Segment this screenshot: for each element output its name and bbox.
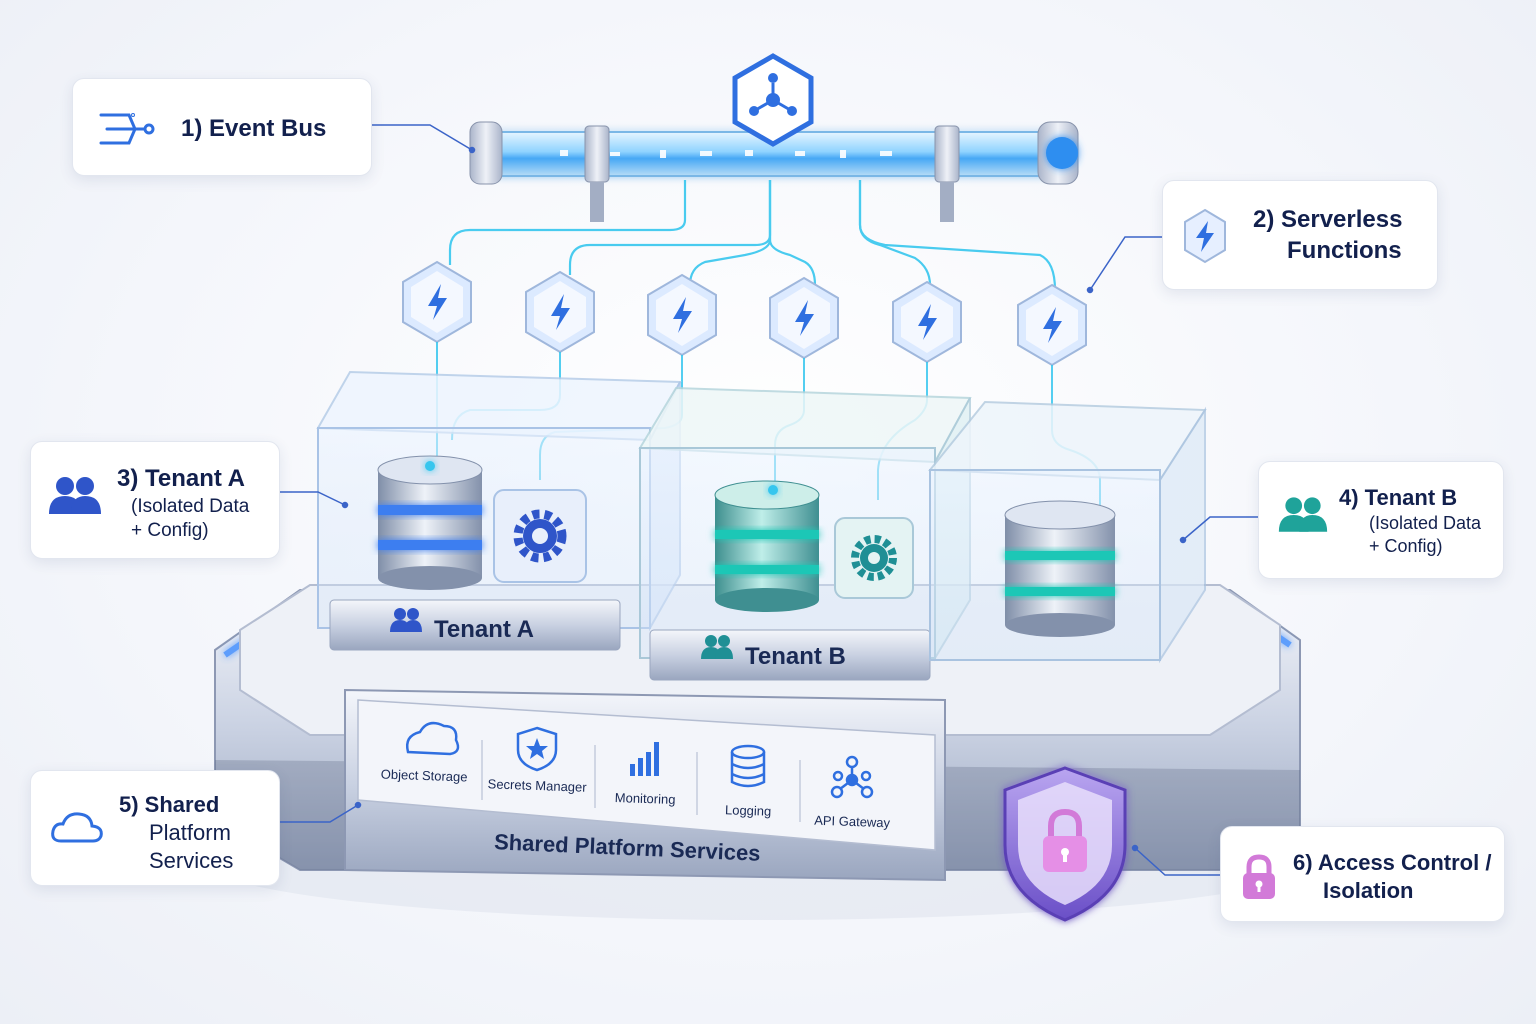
serverless-functions — [402, 260, 1087, 367]
hub-icon — [732, 53, 814, 147]
bar-chart-icon — [630, 742, 659, 776]
tenant-b-plate-label: Tenant B — [701, 635, 846, 670]
callout-connectors — [280, 124, 1258, 876]
callout-tenant-a-line1: 3) Tenant A — [117, 465, 246, 492]
database-icon — [714, 480, 820, 612]
callout-shared-line3: Services — [149, 848, 234, 874]
tenant-b-label: Tenant B — [745, 643, 846, 670]
callout-access-line2: Isolation — [1323, 878, 1414, 904]
lock-icon — [1243, 854, 1275, 899]
callout-serverless-line1: 2) Serverless — [1253, 206, 1403, 233]
users-icon — [390, 608, 422, 632]
callout-serverless: 2) Serverless Functions — [1162, 180, 1438, 290]
callout-tenant-b-line3: + Config) — [1369, 536, 1443, 557]
function-5 — [892, 280, 962, 364]
database-icon — [730, 744, 766, 788]
network-icon — [830, 755, 874, 799]
tenant-a-plate-label: Tenant A — [390, 608, 534, 643]
users-icon — [49, 477, 101, 514]
lock-icon — [1043, 808, 1087, 872]
callout-tenant-b: 4) Tenant B (Isolated Data + Config) — [1258, 461, 1504, 579]
users-icon — [701, 635, 733, 659]
callout-tenant-b-line2: (Isolated Data — [1369, 513, 1482, 534]
callout-event-bus-label: 1) Event Bus — [181, 115, 327, 142]
service-object-storage: Object Storage — [381, 766, 468, 784]
callout-access-control: 6) Access Control / Isolation — [1220, 826, 1505, 922]
tenant-a-label: Tenant A — [434, 616, 534, 643]
callout-tenant-a: 3) Tenant A (Isolated Data + Config) — [30, 441, 280, 559]
service-api-gateway: API Gateway — [814, 813, 891, 831]
callout-serverless-line2: Functions — [1287, 236, 1402, 264]
function-3 — [647, 273, 717, 357]
callout-shared: 5) Shared Platform Services — [30, 770, 280, 886]
function-6 — [1017, 283, 1087, 367]
service-monitoring: Monitoring — [615, 790, 676, 807]
event-bus-icon — [99, 113, 155, 145]
callout-tenant-a-line2: (Isolated Data — [131, 495, 250, 517]
service-secrets-manager: Secrets Manager — [487, 776, 587, 794]
gear-icon — [493, 489, 587, 583]
bolt-icon — [1184, 208, 1226, 264]
service-logging: Logging — [725, 802, 772, 819]
callout-shared-line1: 5) Shared — [119, 792, 220, 817]
event-bus-tube — [469, 121, 1079, 222]
callout-tenant-b-line1: 4) Tenant B — [1339, 485, 1458, 510]
database-icon — [377, 455, 483, 590]
shared-platform-panel: Object Storage Secrets Manager Monitorin… — [344, 688, 946, 882]
gear-icon — [834, 517, 914, 599]
database-icon — [1004, 500, 1116, 637]
shield-star-icon — [516, 726, 558, 772]
cloud-icon — [51, 812, 103, 843]
cloud-icon — [406, 721, 460, 756]
callout-access-line1: 6) Access Control / — [1293, 850, 1492, 875]
event-wires — [448, 180, 1057, 291]
function-1 — [402, 260, 472, 344]
access-shield — [1003, 766, 1127, 922]
function-2 — [525, 270, 595, 354]
users-icon — [1278, 497, 1328, 532]
callout-shared-line2: Platform — [149, 820, 231, 846]
callout-tenant-a-line3: + Config) — [131, 520, 209, 542]
callout-event-bus: 1) Event Bus — [72, 78, 372, 176]
function-4 — [769, 276, 839, 360]
